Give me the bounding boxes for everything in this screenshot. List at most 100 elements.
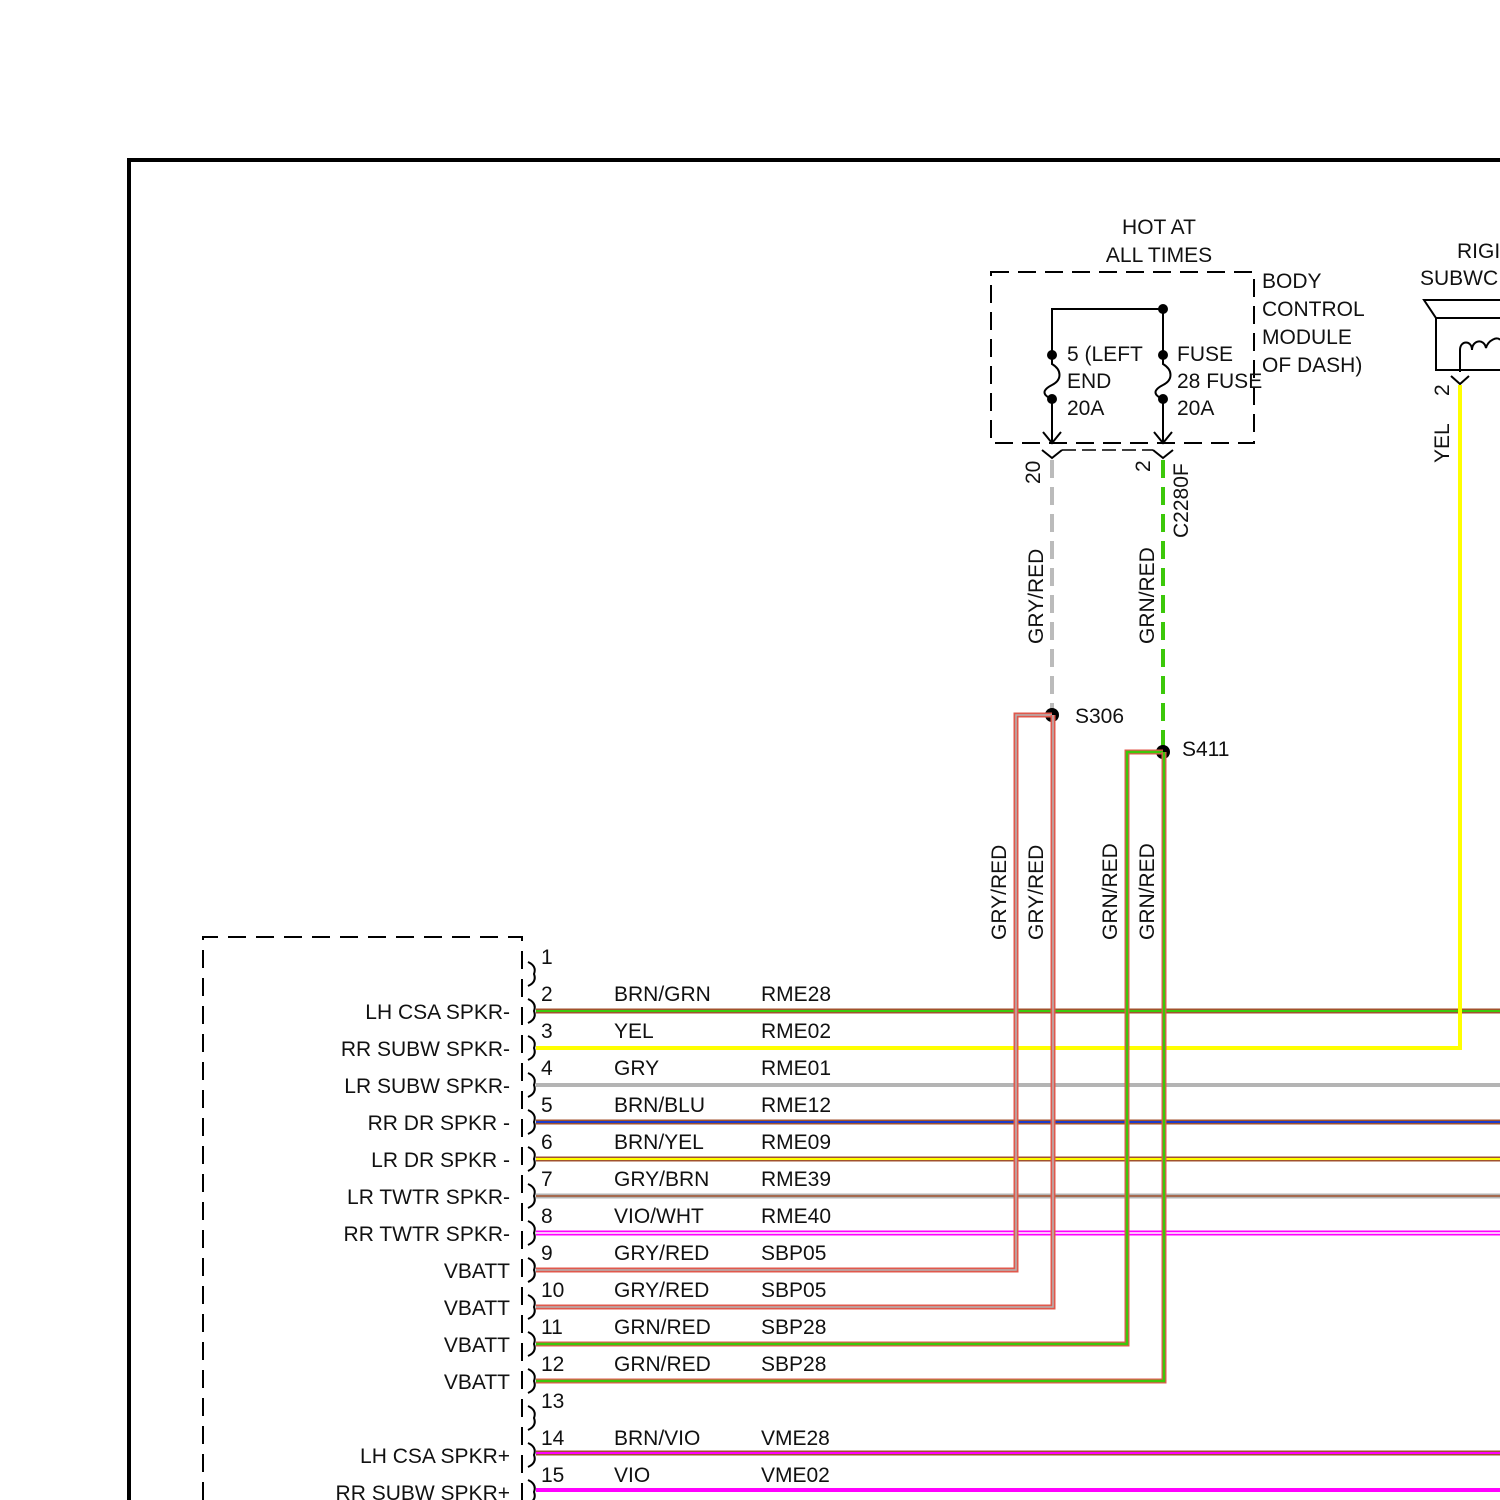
pin-9-bracket: [528, 1258, 535, 1282]
fuse-left-label-line3: 20A: [1067, 397, 1104, 420]
fuse-left: [1043, 350, 1061, 443]
subwoofer-terminal: [1451, 376, 1469, 384]
fuse-left-label-line1: 5 (LEFT: [1067, 343, 1143, 366]
fuse-right-element: [1156, 355, 1171, 399]
pin-9-circuit: SBP05: [761, 1242, 826, 1265]
pin-9-number: 9: [541, 1242, 553, 1265]
lower-wire-label-3: GRN/RED: [1099, 843, 1122, 940]
pin-2-circuit: RME28: [761, 983, 831, 1006]
pin-15-wire-color: VIO: [614, 1464, 650, 1487]
pin-11-wire-color: GRN/RED: [614, 1316, 711, 1339]
wire-upper-gry-red-label: GRY/RED: [1025, 549, 1048, 644]
splice-s306-label: S306: [1075, 705, 1124, 728]
pin-3-number: 3: [541, 1020, 553, 1043]
pin-2-wire-color: BRN/GRN: [614, 983, 711, 1006]
bcm-label-line3: MODULE: [1262, 326, 1352, 349]
pin-4-circuit: RME01: [761, 1057, 831, 1080]
pin-12-number: 12: [541, 1353, 564, 1376]
pin-3-function: RR SUBW SPKR-: [341, 1038, 510, 1061]
pin-3-circuit: RME02: [761, 1020, 831, 1043]
pin-10-circuit: SBP05: [761, 1279, 826, 1302]
pin-9-wire-color: GRY/RED: [614, 1242, 709, 1265]
pin-2-number: 2: [541, 983, 553, 1006]
pin-5-function: RR DR SPKR -: [368, 1112, 510, 1135]
connector-c2280f-pin-left-cup: [1042, 450, 1062, 458]
pin-4-wire-color: GRY: [614, 1057, 659, 1080]
fuse-left-element: [1045, 355, 1060, 399]
pin-10-bracket: [528, 1295, 535, 1319]
pin-12-bracket: [528, 1369, 535, 1393]
pin-3-bracket: [528, 1036, 535, 1060]
subwoofer-frame: [1436, 318, 1500, 370]
pin-4-bracket: [528, 1073, 535, 1097]
pin-11-function: VBATT: [444, 1334, 510, 1357]
pin-10-number: 10: [541, 1279, 564, 1302]
lower-wire-label-4: GRN/RED: [1136, 843, 1159, 940]
fuse-right-label-line2: 28 FUSE: [1177, 370, 1262, 393]
pin-8-wire-color: VIO/WHT: [614, 1205, 704, 1228]
subwoofer-label-line2: SUBWC: [1420, 267, 1498, 290]
pin-5-number: 5: [541, 1094, 553, 1117]
pin-12-circuit: SBP28: [761, 1353, 826, 1376]
pin-14-bracket: [528, 1443, 535, 1467]
pin-15-function: RR SUBW SPKR+: [336, 1482, 510, 1500]
pin-12-function: VBATT: [444, 1371, 510, 1394]
pin-11-number: 11: [541, 1316, 563, 1339]
fuse-right-label-line1: FUSE: [1177, 343, 1233, 366]
pin-14-circuit: VME28: [761, 1427, 830, 1450]
pin-6-function: LR DR SPKR -: [371, 1149, 510, 1172]
pin-8-circuit: RME40: [761, 1205, 831, 1228]
pin-7-wire-color: GRY/BRN: [614, 1168, 709, 1191]
pin-14-wire-color: BRN/VIO: [614, 1427, 700, 1450]
pin-2-bracket: [528, 999, 535, 1023]
pin-7-circuit: RME39: [761, 1168, 831, 1191]
hot-label-line1: HOT AT: [1122, 216, 1196, 239]
pin-7-number: 7: [541, 1168, 553, 1191]
splice-s411-label: S411: [1182, 738, 1230, 761]
pin-8-bracket: [528, 1221, 535, 1245]
connector-id: C2280F: [1170, 463, 1193, 538]
subwoofer-pin: 2: [1431, 384, 1454, 396]
pin-7-bracket: [528, 1184, 535, 1208]
subwoofer-label-line1: RIGI: [1457, 240, 1500, 263]
connector-c2280f-pin-right-cup: [1153, 450, 1173, 458]
pin-15-circuit: VME02: [761, 1464, 830, 1487]
bcm-bus-node: [1158, 304, 1168, 314]
pin-7-function: LR TWTR SPKR-: [347, 1186, 510, 1209]
pin-4-number: 4: [541, 1057, 553, 1080]
fuse-right-label-line3: 20A: [1177, 397, 1214, 420]
pin-11-circuit: SBP28: [761, 1316, 826, 1339]
pin-14-number: 14: [541, 1427, 565, 1450]
pin-5-bracket: [528, 1110, 535, 1134]
pin-9-function: VBATT: [444, 1260, 510, 1283]
pin-15-number: 15: [541, 1464, 564, 1487]
pin-13-number: 13: [541, 1390, 564, 1413]
pin-1-bracket: [528, 962, 535, 986]
pin-4-function: LR SUBW SPKR-: [344, 1075, 510, 1098]
lower-wire-label-1: GRY/RED: [988, 845, 1011, 940]
bcm-label-line2: CONTROL: [1262, 298, 1365, 321]
pin-10-function: VBATT: [444, 1297, 510, 1320]
pin-3-wire-color: YEL: [614, 1020, 654, 1043]
connector-pin-left: 20: [1022, 461, 1045, 484]
pin-1-number: 1: [541, 946, 553, 969]
wire-upper-grn-red-label: GRN/RED: [1136, 547, 1159, 644]
subwoofer-cone: [1424, 300, 1500, 318]
wire-pin3-yel: [536, 385, 1460, 1048]
bcm-label-line1: BODY: [1262, 270, 1322, 293]
pin-8-function: RR TWTR SPKR-: [344, 1223, 510, 1246]
pin-11-bracket: [528, 1332, 535, 1356]
pin-6-circuit: RME09: [761, 1131, 831, 1154]
pin-10-wire-color: GRY/RED: [614, 1279, 709, 1302]
bcm-label-line4: OF DASH): [1262, 354, 1362, 377]
connector-pin-right: 2: [1132, 460, 1155, 472]
pin-6-bracket: [528, 1147, 535, 1171]
connector-c2280f: [1042, 450, 1173, 458]
pin-5-wire-color: BRN/BLU: [614, 1094, 705, 1117]
pin-14-function: LH CSA SPKR+: [360, 1445, 510, 1468]
subwoofer-symbol: [1424, 300, 1500, 384]
pin-2-function: LH CSA SPKR-: [365, 1001, 510, 1024]
fuse-right: [1154, 350, 1172, 443]
